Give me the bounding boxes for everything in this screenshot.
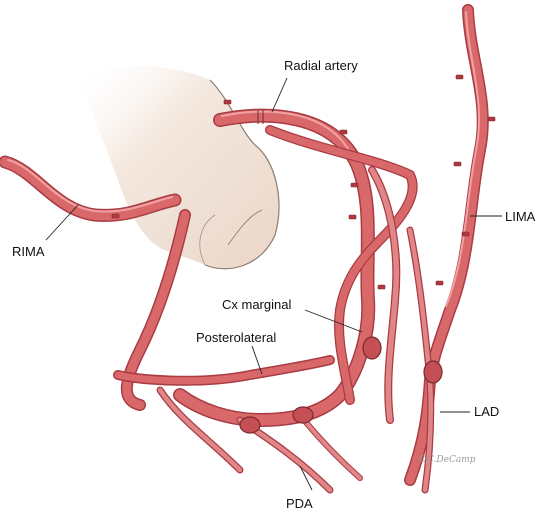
label-cx-marginal: Cx marginal: [222, 297, 291, 312]
label-posterolateral: Posterolateral: [196, 330, 276, 345]
label-lima: LIMA: [505, 209, 536, 224]
artist-signature: ©C.DeCamp: [418, 455, 476, 465]
anastomosis-lad: [423, 360, 443, 384]
label-radial-artery: Radial artery: [284, 58, 358, 73]
radial-artery-vessel: [173, 108, 376, 428]
label-pda: PDA: [286, 496, 313, 511]
anastomosis-pda-1: [239, 416, 261, 434]
lima-vessel: [404, 4, 489, 494]
rima-vessel: [0, 155, 182, 222]
anastomosis-cx: [362, 336, 382, 360]
anastomosis-pda-2: [292, 406, 314, 424]
leader-lines: [45, 77, 502, 491]
pda-graft-vessel: [113, 209, 363, 494]
label-rima: RIMA: [12, 244, 45, 259]
surgical-clips: [111, 74, 496, 290]
cx-branch-vessel: [265, 125, 418, 424]
anastomosis-sites: [239, 336, 443, 434]
label-lad: LAD: [474, 404, 499, 419]
